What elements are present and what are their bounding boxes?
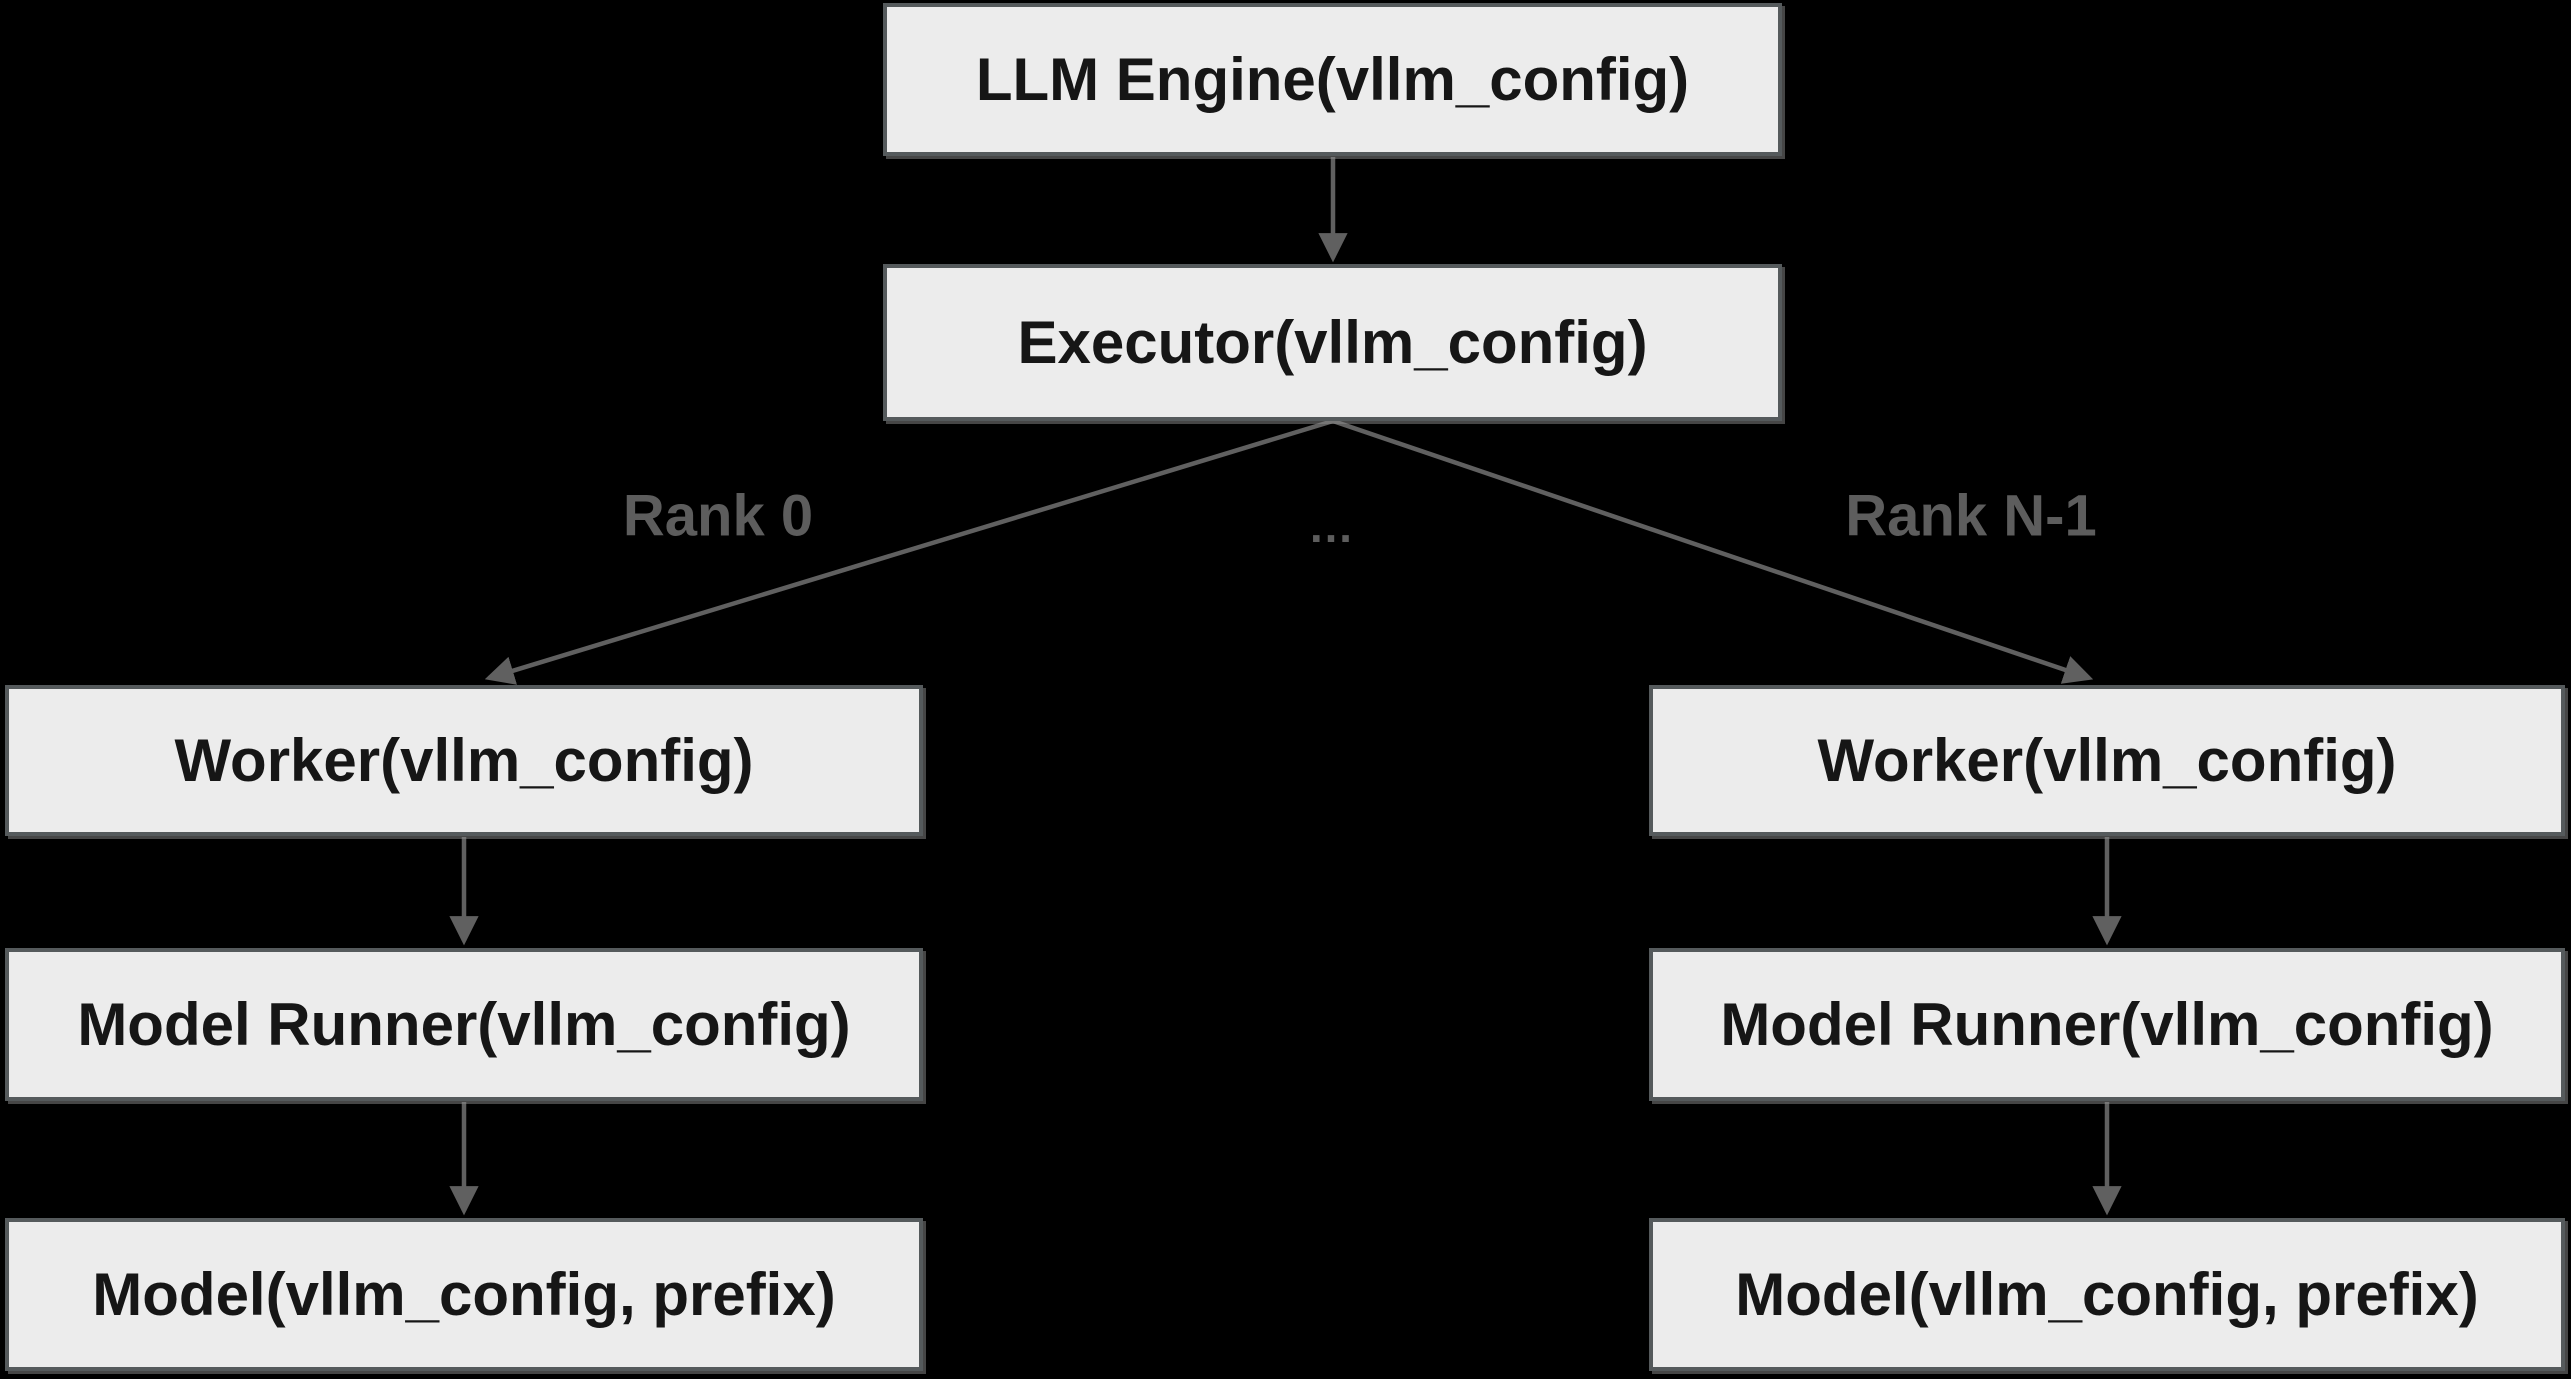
node-llm-engine: LLM Engine(vllm_config)	[883, 3, 1782, 156]
node-model-runner-right: Model Runner(vllm_config)	[1649, 948, 2565, 1101]
node-model-right: Model(vllm_config, prefix)	[1649, 1218, 2565, 1371]
node-executor: Executor(vllm_config)	[883, 264, 1782, 421]
edge-executor-to-worker-right	[1332, 418, 2094, 684]
edge-label-ellipsis: …	[1308, 500, 1354, 552]
node-worker-left: Worker(vllm_config)	[5, 685, 923, 836]
node-worker-right: Worker(vllm_config)	[1649, 685, 2565, 836]
edge-executor-to-worker-left	[484, 418, 1334, 685]
node-model-left: Model(vllm_config, prefix)	[5, 1218, 923, 1371]
edge-label-rank-0: Rank 0	[622, 483, 814, 549]
edge-label-rank-n-1: Rank N-1	[1845, 483, 2097, 549]
node-model-runner-left: Model Runner(vllm_config)	[5, 948, 923, 1101]
